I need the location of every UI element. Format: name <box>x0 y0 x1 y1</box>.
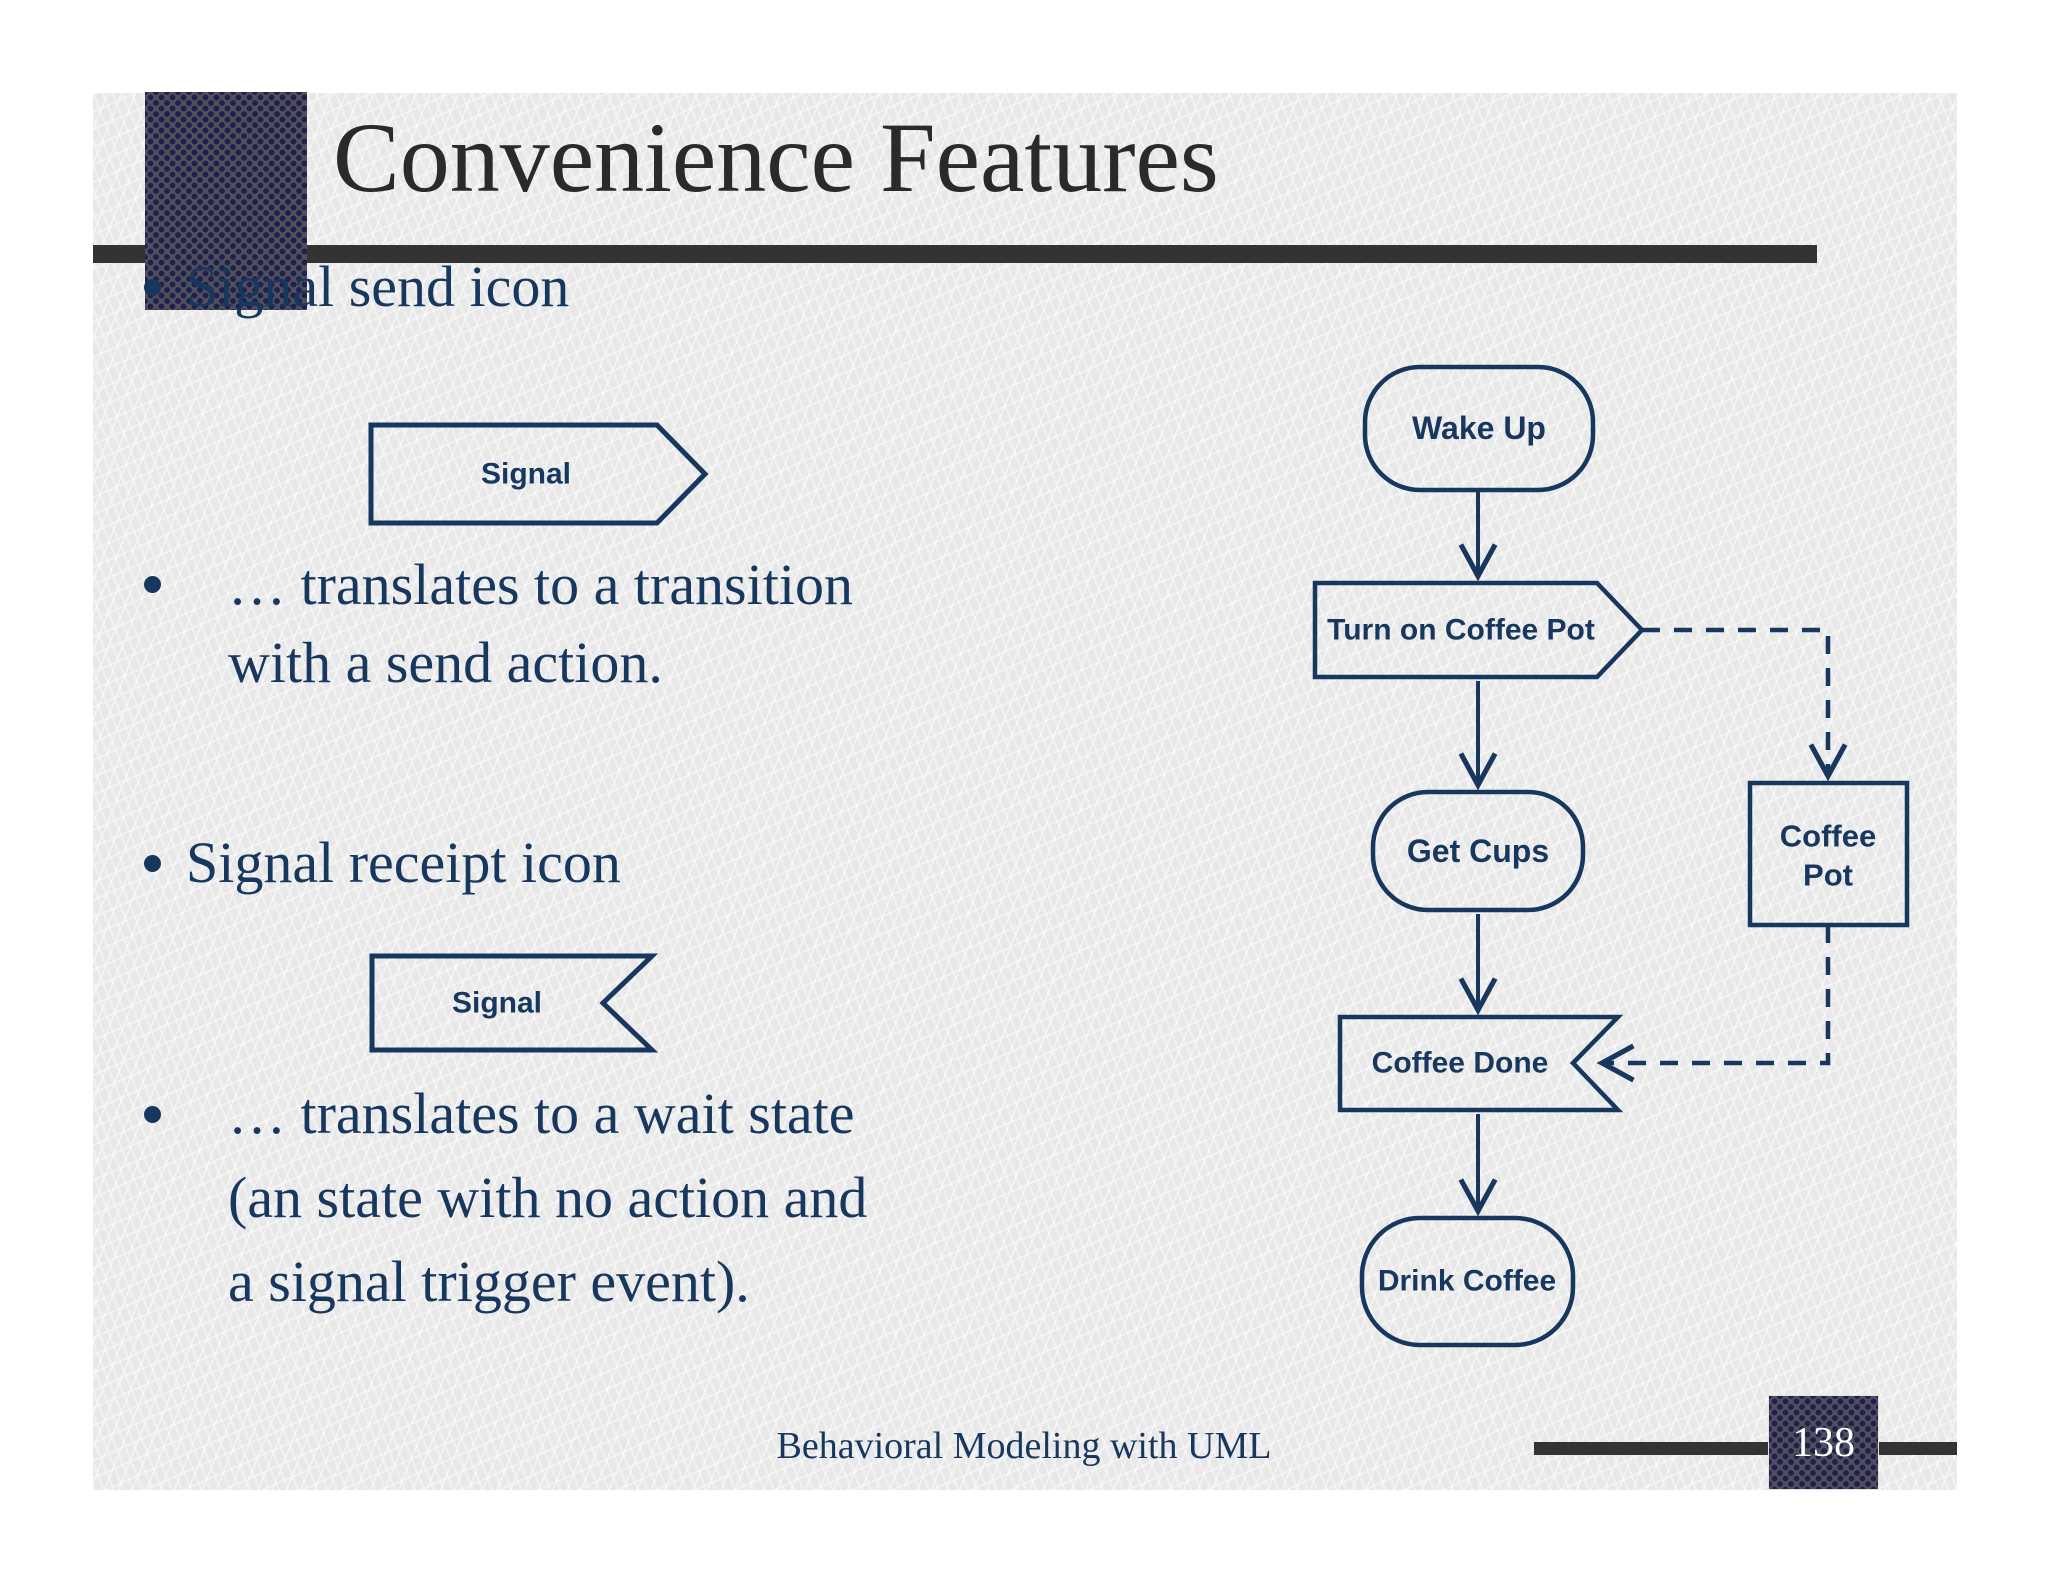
node-drink-coffee-label: Drink Coffee <box>1378 1265 1556 1298</box>
page-number: 138 <box>1792 1419 1855 1466</box>
footer-rule-bar <box>1534 1442 1957 1455</box>
node-coffee-pot-label-line1: Coffee <box>1780 819 1876 854</box>
decorative-corner-block <box>145 92 307 310</box>
bullet-dot <box>144 576 161 593</box>
node-get-cups-label: Get Cups <box>1407 833 1549 869</box>
footer-title: Behavioral Modeling with UML <box>776 1425 1272 1467</box>
slide-background <box>93 93 1957 1490</box>
bullet-dot <box>144 855 161 872</box>
node-coffee-done <box>1337 1014 1624 1113</box>
slide-title: Convenience Features <box>333 102 1219 213</box>
title-rule-bar <box>93 245 1817 263</box>
bullet-line: a signal trigger event). <box>228 1249 750 1314</box>
bullet-line: Signal receipt icon <box>186 830 621 895</box>
bullet-line: … translates to a wait state <box>228 1081 855 1146</box>
signal-receipt-icon: Signal <box>369 953 659 1053</box>
bullet-dot <box>144 279 161 296</box>
signal-flow-turnon-to-coffeepot <box>1642 627 1848 782</box>
node-turn-on-coffee-pot <box>1312 580 1646 680</box>
bullet-line: Signal send icon <box>186 254 570 319</box>
bullet-line: (an state with no action and <box>228 1165 868 1230</box>
node-coffee-done-label: Coffee Done <box>1372 1047 1549 1080</box>
signal-flow-coffeepot-to-coffeedone <box>1596 925 1831 1083</box>
bullet-line: … translates to a transition <box>228 552 853 617</box>
bullet-translates-wait-state: … translates to a wait state (an state w… <box>228 1072 867 1324</box>
coffee-activity-diagram: Wake Up Turn on Coffee Pot Get Cups Coff… <box>1312 364 1910 1348</box>
bullet-signal-send: Signal send icon <box>186 254 569 320</box>
node-wake-up-label: Wake Up <box>1412 410 1546 446</box>
signal-receipt-label: Signal <box>452 987 542 1020</box>
node-drink-coffee <box>1359 1215 1576 1348</box>
node-coffee-pot <box>1747 780 1910 928</box>
bullet-dot <box>144 1106 161 1123</box>
signal-send-icon: Signal <box>368 422 709 526</box>
node-wake-up <box>1362 364 1596 493</box>
node-turn-on-coffee-pot-label: Turn on Coffee Pot <box>1327 614 1595 647</box>
bullet-signal-receipt: Signal receipt icon <box>186 830 621 896</box>
node-get-cups <box>1370 789 1586 913</box>
bullet-line: with a send action. <box>228 630 663 695</box>
signal-receipt-shape <box>369 953 659 1053</box>
page-number-block: 138 <box>1768 1395 1879 1490</box>
bullet-translates-transition: … translates to a transition with a send… <box>228 546 853 702</box>
node-coffee-pot-label-line2: Pot <box>1803 858 1853 893</box>
signal-send-label: Signal <box>481 458 571 491</box>
signal-send-shape <box>368 422 709 526</box>
